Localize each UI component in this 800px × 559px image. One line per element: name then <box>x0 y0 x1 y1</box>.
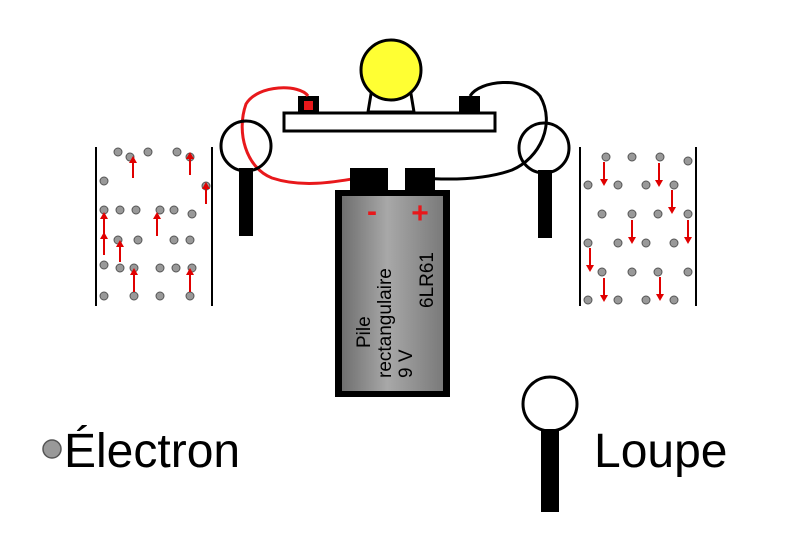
legend-electron-label: Électron <box>64 425 240 478</box>
loupe-icon <box>521 375 579 433</box>
negative-wire <box>419 81 548 181</box>
battery-face <box>342 196 443 391</box>
electron <box>597 267 607 277</box>
drift-arrow-head <box>600 179 608 186</box>
drift-arrow-head <box>202 182 210 189</box>
electron <box>99 176 109 186</box>
battery-plus-sign: + <box>411 197 429 230</box>
electron <box>683 209 693 219</box>
electron <box>115 263 125 273</box>
electron <box>655 152 665 162</box>
drift-arrow-head <box>153 212 161 219</box>
electron <box>613 180 623 190</box>
electron <box>597 209 607 219</box>
board-terminal-negative <box>459 96 480 114</box>
drift-arrow-head <box>186 268 194 275</box>
electron <box>133 235 143 245</box>
left-arrows <box>100 152 210 292</box>
battery-terminal-minus <box>350 168 388 194</box>
drift-arrow-head <box>186 152 194 159</box>
legend-loupe-label: Loupe <box>594 425 727 478</box>
drift-arrow-head <box>116 240 124 247</box>
drift-arrow-head <box>668 207 676 214</box>
electron <box>143 147 153 157</box>
drift-arrow-head <box>600 295 608 302</box>
electron <box>653 267 663 277</box>
electron <box>131 205 141 215</box>
battery-model: 6LR61 <box>417 252 438 308</box>
electron <box>129 291 139 301</box>
battery: - + Pile rectangulaire 9 V 6LR61 <box>335 168 450 397</box>
electron <box>171 263 181 273</box>
battery-name-line2: rectangulaire <box>375 268 396 378</box>
electron <box>99 291 109 301</box>
drift-arrow-head <box>129 156 137 163</box>
drift-arrow-head <box>656 294 664 301</box>
loupe-right <box>517 121 571 238</box>
drift-arrow-head <box>586 265 594 272</box>
electron <box>601 152 611 162</box>
battery-name-line1: Pile <box>354 316 375 348</box>
electron <box>169 205 179 215</box>
bulb-glass <box>359 38 423 102</box>
positive-wire <box>240 86 359 185</box>
electron <box>641 295 651 305</box>
electron <box>155 263 165 273</box>
right-wire-zoom <box>579 147 697 306</box>
electron <box>669 180 679 190</box>
battery-voltage: 9 V <box>396 349 417 378</box>
electron <box>627 267 637 277</box>
electron <box>627 152 637 162</box>
electron <box>683 156 693 166</box>
drift-arrow-head <box>130 268 138 275</box>
drift-arrow-head <box>655 180 663 187</box>
electron-icon <box>42 439 62 459</box>
electron <box>613 295 623 305</box>
right-electrons <box>583 152 693 305</box>
bulb <box>359 38 423 114</box>
battery-terminal-plus <box>405 168 435 194</box>
drift-arrow-head <box>100 212 108 219</box>
loupe-handle <box>541 429 559 512</box>
electron <box>113 147 123 157</box>
electron <box>155 291 165 301</box>
electron <box>683 267 693 277</box>
board-terminal-positive-dot <box>304 101 313 110</box>
drift-arrow-head <box>684 237 692 244</box>
right-arrows <box>586 162 692 302</box>
battery-minus-sign: - <box>367 195 377 228</box>
electron <box>641 180 651 190</box>
bulb-board <box>282 111 497 133</box>
electron <box>169 235 179 245</box>
electron <box>583 295 593 305</box>
left-wire-zoom <box>95 147 213 306</box>
electron <box>185 235 195 245</box>
electron <box>155 205 165 215</box>
electron <box>613 238 623 248</box>
electron <box>583 180 593 190</box>
drift-arrow-head <box>628 237 636 244</box>
loupe-left <box>219 119 273 236</box>
legend-loupe: Loupe <box>521 375 727 512</box>
electron <box>583 238 593 248</box>
electron <box>187 209 197 219</box>
legend-electron: Électron <box>42 425 240 478</box>
drift-arrow-head <box>100 232 108 239</box>
electron <box>669 295 679 305</box>
electron <box>669 238 679 248</box>
electron <box>653 209 663 219</box>
electron <box>172 147 182 157</box>
left-electrons <box>99 147 211 301</box>
electron <box>99 260 109 270</box>
electron <box>641 238 651 248</box>
electron <box>627 209 637 219</box>
electron <box>185 291 195 301</box>
electron <box>115 205 125 215</box>
